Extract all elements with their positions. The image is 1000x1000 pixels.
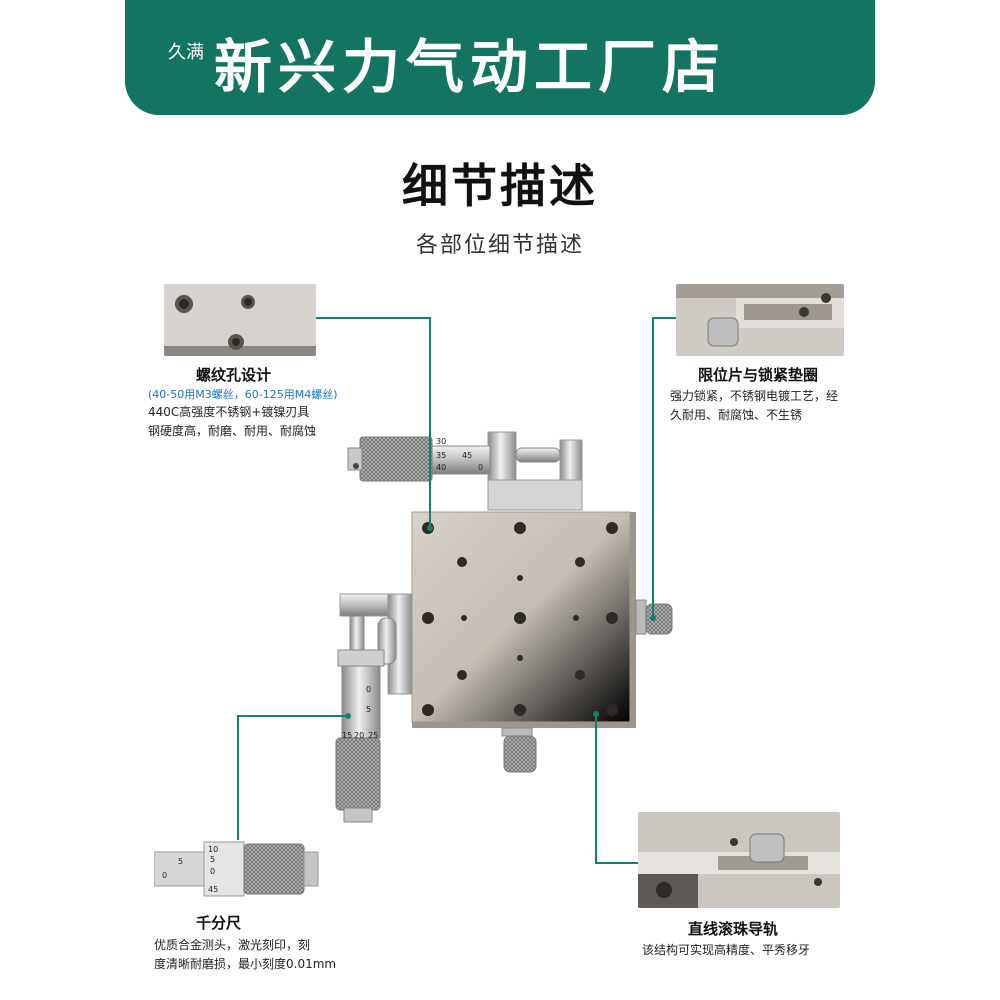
scale-label: 30 [436,437,446,446]
section-title: 细节描述 [402,159,598,213]
linear-rail-desc-1: 该结构可实现高精度、平秀移牙 [642,943,811,957]
leader-lines [237,317,676,864]
micrometer-desc-2: 度清晰耐磨损，最小刻度0.01mm [154,957,337,971]
micrometer-thumbnail: 0 5 10 5 0 45 [154,840,320,898]
scale-label: 45 [208,885,218,894]
scale-label: 0 [366,685,371,694]
scale-label: 25 [368,731,378,740]
thread-holes-desc-2: 钢硬度高，耐磨、耐用、耐腐蚀 [148,424,317,438]
thread-holes-title: 螺纹孔设计 [196,366,272,384]
thread-holes-thumbnail [164,284,316,356]
scale-label: 20 [354,731,364,740]
section-subtitle: 各部位细节描述 [415,233,584,258]
scale-label: 35 [436,451,446,460]
store-name: 新兴力气动工厂店 [214,33,727,101]
scale-label: 0 [162,871,167,880]
limit-lock-desc-1: 强力锁紧，不锈钢电镀工艺，经 [670,389,839,403]
top-micrometer: 30 35 40 45 0 [347,431,583,511]
thread-holes-desc-1: 440C高强度不锈钢+镀镍刃具 [148,405,310,419]
limit-lock-thumbnail [676,284,844,356]
scale-label: 0 [478,463,483,472]
thread-holes-note: (40-50用M3螺丝，60-125用M4螺丝) [148,388,338,401]
micrometer-title: 千分尺 [196,914,242,932]
limit-lock-title: 限位片与锁紧垫圈 [698,366,819,384]
scale-label: 15 [342,731,352,740]
scale-label: 45 [462,451,472,460]
linear-rail-title: 直线滚珠导轨 [688,920,779,938]
stage-body [411,511,673,773]
scale-label: 5 [178,857,183,866]
left-micrometer: 0 5 20 15 25 [335,593,413,823]
store-banner [125,0,875,115]
scale-label: 5 [210,855,215,864]
scale-label: 0 [210,867,215,876]
limit-lock-desc-2: 久耐用、耐腐蚀、不生锈 [670,408,803,422]
scale-label: 5 [366,705,371,714]
scale-label: 10 [208,845,218,854]
linear-rail-thumbnail [638,812,840,908]
brand-prefix: 久满 [168,42,204,63]
scale-label: 40 [436,463,446,472]
micrometer-desc-1: 优质合金测头，激光刻印，刻 [154,938,311,952]
